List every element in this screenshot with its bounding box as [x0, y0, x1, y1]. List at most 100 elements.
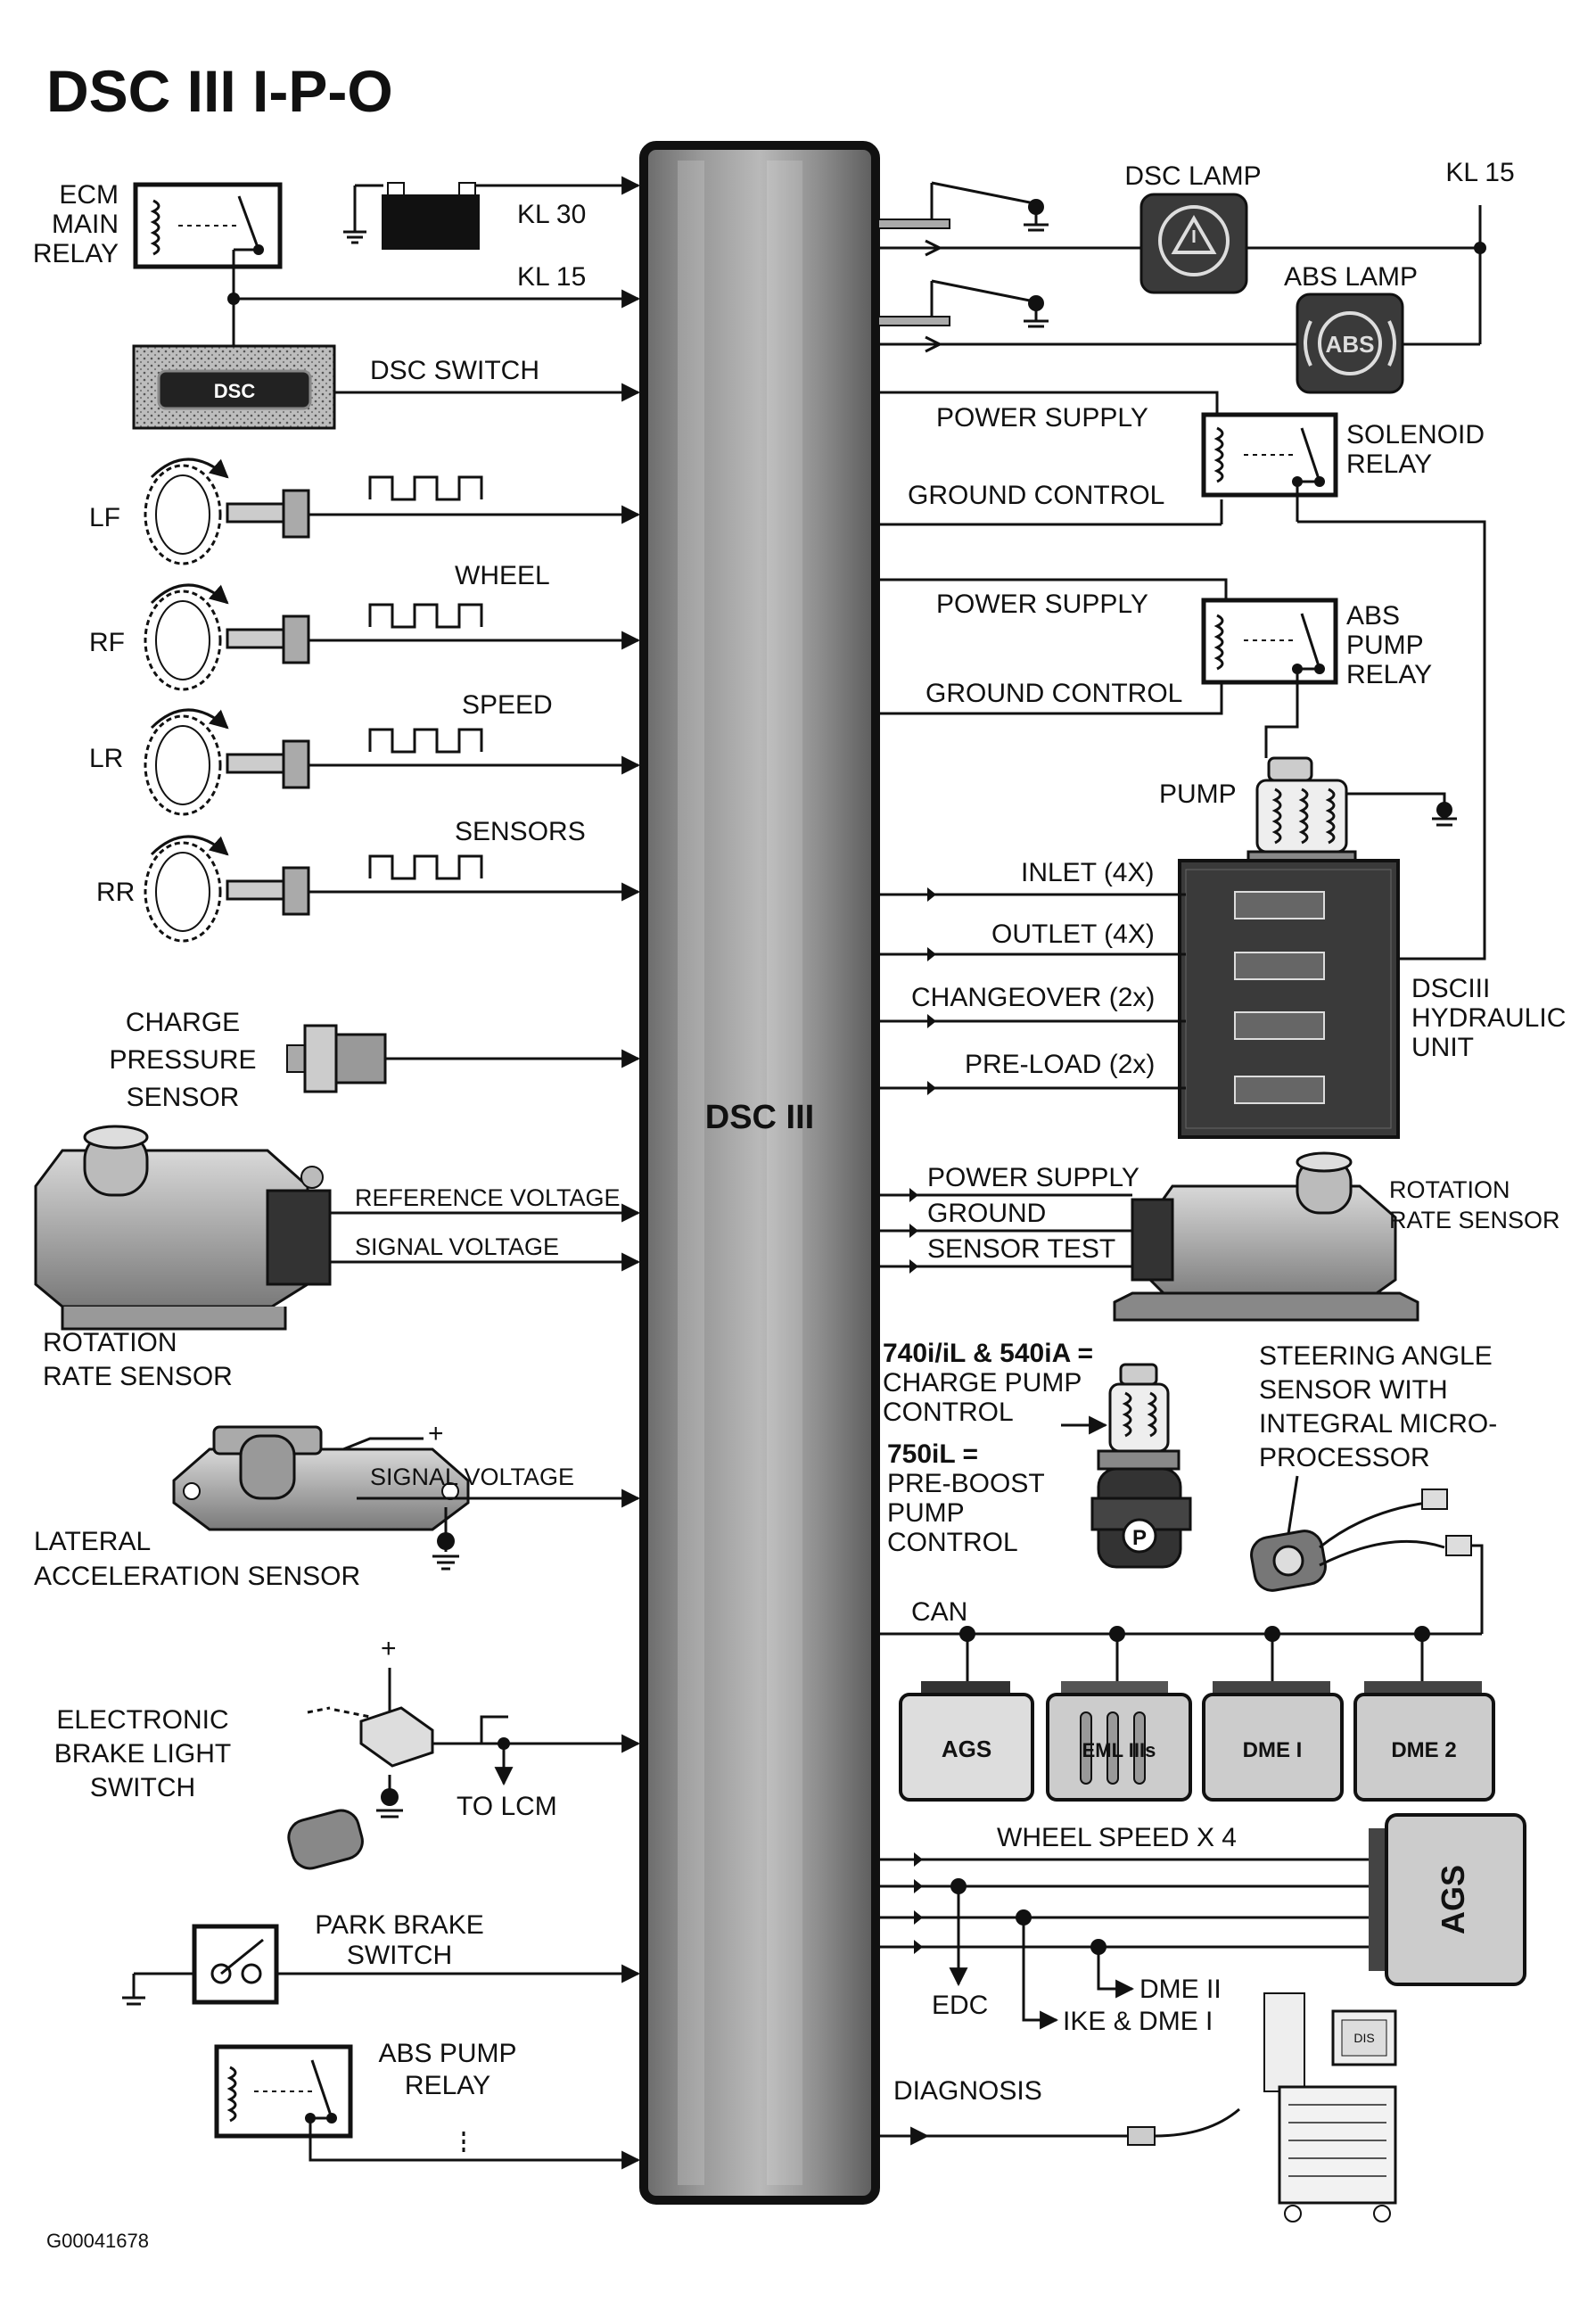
module-label: DSC III — [705, 1099, 814, 1136]
dsc-lamp — [1139, 193, 1248, 294]
hydraulic-label-1: DSCIII — [1411, 974, 1490, 1003]
abs-pump-relay-input-1: ABS PUMP — [378, 2039, 516, 2068]
dme-ii-label: DME II — [1139, 1975, 1222, 2004]
rotation-rate-left-2: RATE SENSOR — [43, 1362, 233, 1391]
ecm-label-2: MAIN — [52, 210, 119, 239]
ags-big-module: AGS — [1369, 1813, 1526, 1986]
pump-label: PUMP — [1159, 779, 1237, 809]
abs-pump-relay-output — [1201, 598, 1338, 685]
diagnostic-tester: DIS — [1127, 1992, 1397, 2222]
hydraulic-unit — [1178, 859, 1400, 1139]
abs-lamp-label: ABS LAMP — [1284, 262, 1418, 292]
abs-pump-relay-input — [214, 2044, 641, 2170]
steering-label-3: INTEGRAL MICRO- — [1259, 1409, 1497, 1439]
ags-label: AGS — [942, 1736, 991, 1762]
abs-lamp: ABS — [1296, 293, 1404, 394]
pump-p-symbol: P — [1132, 1526, 1147, 1550]
lateral-plus: + — [428, 1419, 444, 1448]
steering-label-2: SENSOR WITH — [1259, 1375, 1448, 1405]
ags-module: AGS — [899, 1681, 1034, 1802]
can-label: CAN — [911, 1597, 967, 1627]
preboost-label-3: PUMP — [887, 1498, 965, 1528]
dme2-label: DME 2 — [1391, 1738, 1456, 1762]
diagram-title: DSC III I-P-O — [46, 58, 393, 124]
abs-lamp-driver — [877, 279, 1049, 353]
wheel-word: WHEEL — [455, 561, 550, 590]
diagnosis-label: DIAGNOSIS — [893, 2076, 1042, 2106]
power-supply-1: POWER SUPPLY — [936, 403, 1148, 433]
charge-pump-icon: P — [1090, 1363, 1192, 1569]
ecm-label-3: RELAY — [33, 239, 119, 268]
wheel-sensor-rr — [144, 835, 641, 943]
charge-label-2: PRESSURE — [109, 1045, 256, 1075]
steering-angle-sensor — [1250, 1475, 1472, 1592]
ground-control-2: GROUND CONTROL — [926, 679, 1182, 708]
brake-light-switch — [287, 1668, 514, 1870]
changeover-label: CHANGEOVER (2x) — [911, 983, 1155, 1012]
rotation-rate-sensor-left — [34, 1125, 332, 1331]
steering-label-4: PROCESSOR — [1259, 1443, 1430, 1472]
dsc-switch: DSC — [132, 344, 336, 430]
rotation-rate-right-2: RATE SENSOR — [1389, 1207, 1560, 1233]
preboost-label-2: PRE-BOOST — [887, 1469, 1045, 1498]
park-brake-switch — [122, 1924, 279, 2006]
brake-label-2: BRAKE LIGHT — [54, 1739, 231, 1769]
figure-id: G00041678 — [46, 2230, 149, 2252]
rr-sensor-test: SENSOR TEST — [927, 1234, 1115, 1264]
kl30-label: KL 30 — [517, 200, 586, 229]
brake-plus: + — [381, 1634, 397, 1663]
rotation-rate-right-1: ROTATION — [1389, 1176, 1510, 1203]
abs-pump-relay-out-3: RELAY — [1346, 660, 1432, 689]
eml-module: EML IIIs — [1046, 1681, 1192, 1802]
abs-pump-relay-input-2: RELAY — [405, 2071, 490, 2100]
edc-label: EDC — [932, 1991, 988, 2020]
wheel-sensor-rf — [144, 583, 641, 691]
ike-dme-label: IKE & DME I — [1063, 2007, 1213, 2036]
park-brake-label-1: PARK BRAKE — [315, 1910, 484, 1940]
hydraulic-label-3: UNIT — [1411, 1033, 1474, 1062]
preboost-label-1: 750iL = — [887, 1439, 978, 1469]
ecm-main-relay — [133, 182, 283, 305]
rotation-rate-left-1: ROTATION — [43, 1328, 177, 1357]
pump-icon — [1246, 756, 1357, 870]
charge-pressure-sensor — [286, 1024, 641, 1093]
ags-big-label: AGS — [1435, 1865, 1471, 1934]
charge-pump-label-1: 740i/iL & 540iA = — [883, 1339, 1093, 1368]
dsc-lamp-label: DSC LAMP — [1124, 161, 1261, 191]
outlet-label: OUTLET (4X) — [991, 919, 1155, 949]
wheel-lr-label: LR — [89, 744, 123, 773]
wheel-lf-label: LF — [89, 503, 120, 532]
lateral-label-1: LATERAL — [34, 1527, 151, 1556]
inlet-label: INLET (4X) — [1021, 858, 1155, 887]
wheel-rr-label: RR — [96, 878, 135, 907]
dis-screen-label: DIS — [1353, 2031, 1374, 2045]
dme1-label: DME I — [1243, 1738, 1303, 1762]
dsc-lamp-driver — [877, 181, 1049, 257]
sensors-word: SENSORS — [455, 817, 586, 846]
charge-pump-label-2: CHARGE PUMP — [883, 1368, 1082, 1398]
power-supply-2: POWER SUPPLY — [936, 590, 1148, 619]
brake-label-3: SWITCH — [90, 1773, 195, 1802]
eml-label: EML IIIs — [1082, 1739, 1156, 1761]
kl15-input-label: KL 15 — [517, 262, 586, 292]
preload-label: PRE-LOAD (2x) — [965, 1050, 1155, 1079]
reference-voltage-label: REFERENCE VOLTAGE — [355, 1184, 621, 1211]
wheel-sensor-lr — [144, 708, 641, 816]
park-brake-label-2: SWITCH — [347, 1941, 452, 1970]
preboost-label-4: CONTROL — [887, 1528, 1018, 1557]
wheel-sensor-lf — [144, 458, 641, 565]
charge-label-1: CHARGE — [126, 1008, 240, 1037]
kl15-output-label: KL 15 — [1445, 158, 1514, 187]
dme2-module: DME 2 — [1353, 1681, 1495, 1802]
dsc-button-label: DSC — [214, 380, 256, 402]
signal-voltage-label: SIGNAL VOLTAGE — [355, 1233, 559, 1260]
speed-word: SPEED — [462, 690, 553, 720]
rr-ground: GROUND — [927, 1199, 1046, 1228]
rr-power-supply: POWER SUPPLY — [927, 1163, 1139, 1192]
rotation-rate-sensor-right — [1113, 1151, 1419, 1322]
wheel-speed-label: WHEEL SPEED X 4 — [997, 1823, 1237, 1852]
to-lcm-label: TO LCM — [457, 1792, 557, 1821]
solenoid-label-2: RELAY — [1346, 449, 1432, 479]
dme1-module: DME I — [1202, 1681, 1344, 1802]
